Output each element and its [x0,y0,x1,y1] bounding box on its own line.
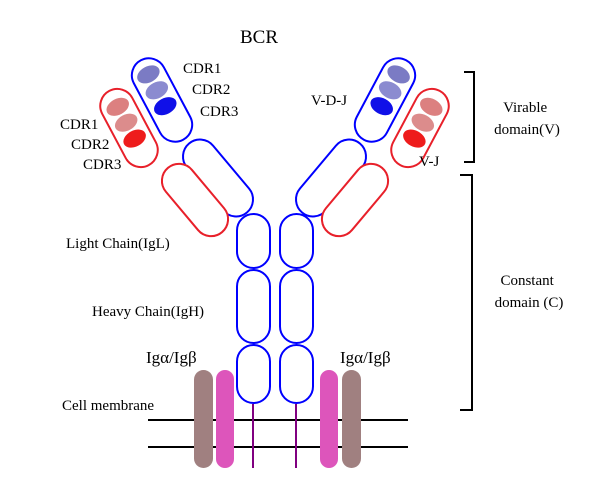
light-right-cl [320,162,390,238]
cdr2-heavy-left-oval [145,81,169,100]
heavy-left-c2 [236,269,271,344]
ig-beta-right-bar [342,370,361,468]
cdr2-heavy-right-oval [378,81,402,100]
ig-alpha-beta-left-label: Igα/Igβ [146,348,197,367]
light-chain-left-constant [160,162,230,238]
cdr1-heavy-left-label: CDR1 [183,61,221,77]
diagram-title: BCR [240,27,278,48]
heavy-left-c1 [236,213,271,269]
heavy-chain-left-variable [130,57,194,143]
vj-label: V-J [419,154,439,170]
cdr2-light-right-oval [411,113,435,132]
heavy-chain-right-variable [353,57,417,143]
cdr3-heavy-left-oval [154,97,177,116]
variable-domain-label: Virable domain(V) [494,100,560,138]
light-left-cl [160,162,230,238]
constant-domain-label: Constant domain (C) [495,273,564,311]
heavy-chain-label: Heavy Chain(IgH) [92,304,204,320]
cdr2-light-left-oval [114,113,138,132]
light-chain-right-variable [390,87,450,169]
vdj-label: V-D-J [311,93,347,109]
heavy-left-c3 [236,344,271,404]
cdr3-heavy-left-label: CDR3 [200,104,238,120]
ig-alpha-beta-right [320,370,361,468]
cdr3-light-left-oval [123,129,146,148]
cdr1-light-left-label: CDR1 [60,117,98,133]
cdr1-light-right-oval [420,97,443,116]
cell-membrane [148,419,408,448]
variable-domain-bracket [464,71,475,163]
cdr3-light-right-oval [403,129,426,148]
ig-alpha-beta-left [194,370,234,468]
light-chain-right-constant [320,162,390,238]
heavy-chain-right-stem [279,213,314,404]
constant-domain-line-2: domain (C) [495,295,564,311]
ig-alpha-beta-right-label: Igα/Igβ [340,348,391,367]
light-chain-left-variable [99,87,159,169]
variable-domain-line-2: domain(V) [494,122,560,138]
cdr1-light-left-oval [106,97,129,116]
cdr3-light-left-label: CDR3 [83,157,121,173]
heavy-right-c2 [279,269,314,344]
ig-alpha-left-bar [216,370,234,468]
heavy-right-c3 [279,344,314,404]
cell-membrane-label: Cell membrane [62,398,154,414]
cdr1-heavy-right-oval [387,65,410,84]
cdr3-heavy-right-oval [370,97,393,116]
heavy-chain-left-stem [236,213,271,404]
constant-domain-line-1: Constant [500,273,554,289]
light-chain-label: Light Chain(IgL) [66,236,170,252]
cdr2-heavy-left-label: CDR2 [192,82,230,98]
heavy-right-c1 [279,213,314,269]
cdr2-light-left-label: CDR2 [71,137,109,153]
ig-alpha-right-bar [320,370,338,468]
cdr1-heavy-left-oval [137,65,160,84]
variable-domain-line-1: Virable [503,100,547,116]
ig-beta-left-bar [194,370,213,468]
constant-domain-bracket [460,174,473,411]
